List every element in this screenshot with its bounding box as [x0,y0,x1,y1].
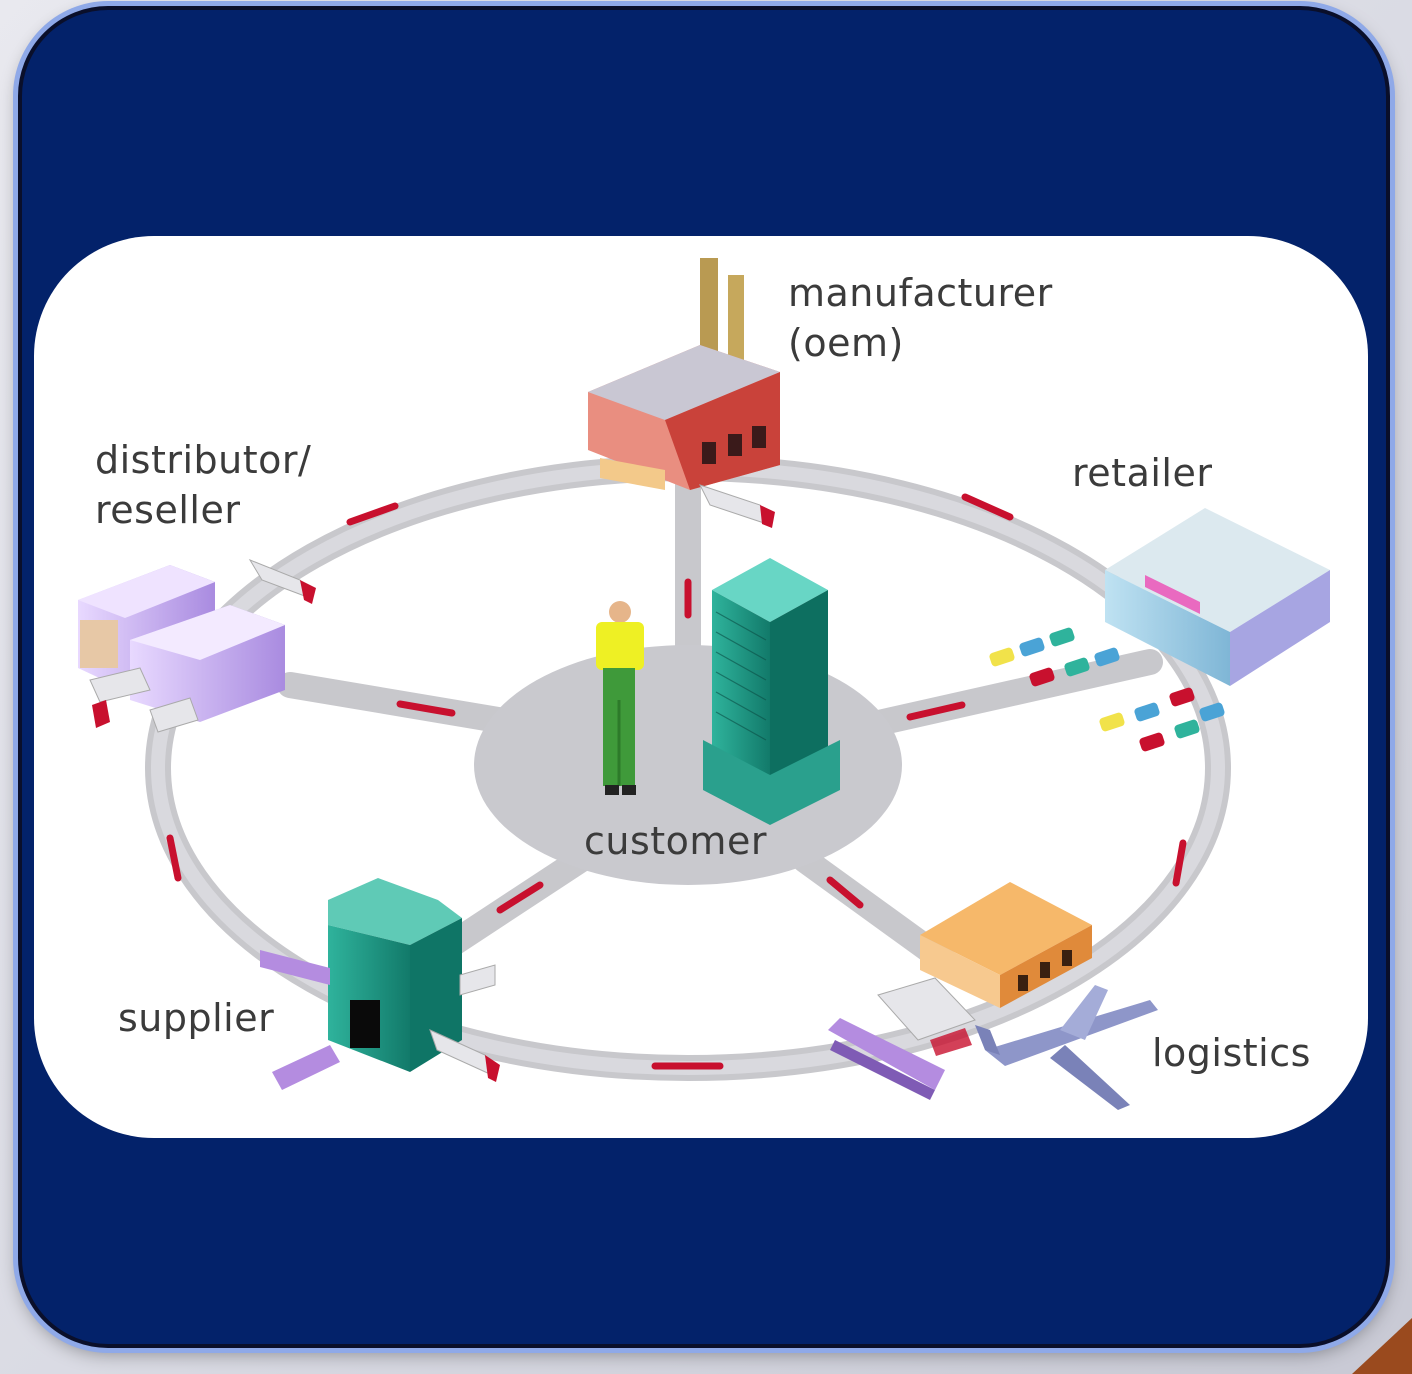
store-icon [1105,508,1330,686]
retailer-label: retailer [1072,451,1213,495]
office-building-icon [703,558,840,825]
customer-label: customer [584,819,767,863]
person-icon [596,601,644,795]
route-markers [166,493,1187,1070]
manufacturer-label-line1: manufacturer [788,271,1053,315]
factory-icon [588,258,780,490]
logistics-label: logistics [1152,1031,1311,1075]
car-icon [989,627,1225,752]
hangar-icon [920,882,1092,1008]
truck-icon [89,558,316,733]
warehouse-icon [78,565,285,722]
train-icon [260,950,340,1090]
manufacturer-label-line2: (oem) [788,321,904,365]
truck-icon [699,484,775,528]
airplane-icon [975,985,1158,1110]
supplier-label: supplier [118,996,275,1040]
distributor-label-line2: reseller [95,488,241,532]
corner-accent [1352,1318,1412,1374]
supplier-building-icon [328,878,462,1072]
train-icon [828,1018,945,1100]
truck-icon [429,964,500,1082]
manufacturer-label: manufacturer (oem) [788,268,1053,368]
distributor-label: distributor/ reseller [95,435,311,535]
distributor-label-line1: distributor/ [95,438,312,482]
truck-icon [877,977,976,1056]
